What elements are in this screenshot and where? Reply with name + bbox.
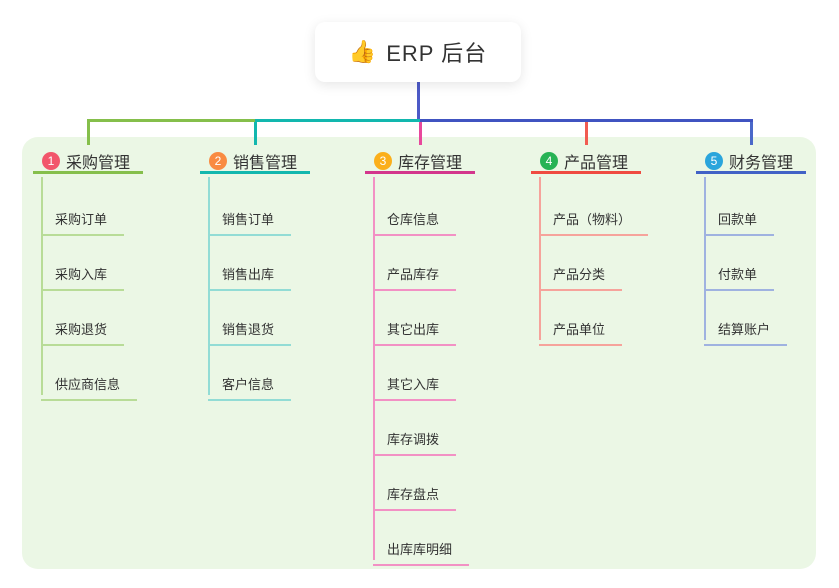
children-connector-line	[539, 177, 541, 340]
branch-number-badge: 4	[540, 152, 558, 170]
branch-topic-label: 销售管理	[233, 155, 298, 172]
branch-topic-4[interactable]: 4 产品管理	[531, 151, 641, 174]
connector-segment-blue	[420, 119, 753, 122]
child-node-label: 出库库明细	[387, 542, 453, 557]
branch-topic-1[interactable]: 1 采购管理	[33, 151, 143, 174]
branch-topic-label: 库存管理	[398, 155, 463, 172]
children-connector-line	[704, 177, 706, 340]
child-node[interactable]: 采购退货	[41, 306, 125, 346]
branch-topic-5[interactable]: 5 财务管理	[696, 151, 806, 174]
child-node-label: 产品单位	[553, 322, 606, 337]
child-node[interactable]: 产品（物料）	[539, 196, 649, 236]
branch-topic-label: 产品管理	[564, 155, 629, 172]
child-node-label: 销售退货	[222, 322, 275, 337]
child-node[interactable]: 结算账户	[704, 306, 788, 346]
child-node[interactable]: 付款单	[704, 251, 775, 291]
child-node-label: 产品（物料）	[553, 212, 632, 227]
root-node-erp[interactable]: 👍 ERP 后台	[315, 22, 521, 82]
thumbs-up-icon: 👍	[348, 39, 377, 64]
child-node[interactable]: 其它出库	[373, 306, 457, 346]
child-node[interactable]: 回款单	[704, 196, 775, 236]
child-node-label: 产品库存	[387, 267, 440, 282]
branch-topic-2[interactable]: 2 销售管理	[200, 151, 310, 174]
child-node-label: 仓库信息	[387, 212, 440, 227]
child-node[interactable]: 产品分类	[539, 251, 623, 291]
branch-topic-label: 采购管理	[66, 155, 131, 172]
branch-number-badge: 1	[42, 152, 60, 170]
branch-drop-line	[86, 122, 90, 145]
child-node-label: 采购退货	[55, 322, 108, 337]
child-node-label: 回款单	[718, 212, 758, 227]
branch-drop-line	[749, 122, 753, 145]
child-node[interactable]: 客户信息	[208, 361, 292, 401]
child-node[interactable]: 采购订单	[41, 196, 125, 236]
child-node-label: 其它出库	[387, 322, 440, 337]
child-node[interactable]: 出库库明细	[373, 526, 470, 566]
child-node-label: 销售订单	[222, 212, 275, 227]
connector-segment-teal	[255, 119, 420, 122]
child-node[interactable]: 仓库信息	[373, 196, 457, 236]
child-node-label: 供应商信息	[55, 377, 121, 392]
root-connector-line	[416, 82, 420, 122]
branch-number-badge: 3	[374, 152, 392, 170]
child-node[interactable]: 其它入库	[373, 361, 457, 401]
child-node[interactable]: 销售订单	[208, 196, 292, 236]
child-node-label: 采购订单	[55, 212, 108, 227]
branch-number-badge: 5	[705, 152, 723, 170]
connector-segment-green	[86, 119, 255, 122]
branch-topic-3[interactable]: 3 库存管理	[365, 151, 475, 174]
child-node[interactable]: 库存调拨	[373, 416, 457, 456]
child-node[interactable]: 库存盘点	[373, 471, 457, 511]
child-node-label: 付款单	[718, 267, 758, 282]
mindmap-background-panel	[22, 137, 816, 569]
child-node-label: 产品分类	[553, 267, 606, 282]
child-node[interactable]: 销售出库	[208, 251, 292, 291]
child-node-label: 结算账户	[718, 322, 771, 337]
child-node-label: 采购入库	[55, 267, 108, 282]
branch-number-badge: 2	[209, 152, 227, 170]
children-connector-line	[41, 177, 43, 395]
child-node[interactable]: 采购入库	[41, 251, 125, 291]
child-node[interactable]: 产品单位	[539, 306, 623, 346]
root-node-label: ERP 后台	[386, 41, 488, 66]
child-node[interactable]: 产品库存	[373, 251, 457, 291]
branch-drop-line	[418, 122, 422, 145]
branch-drop-line	[253, 122, 257, 145]
child-node-label: 销售出库	[222, 267, 275, 282]
child-node[interactable]: 供应商信息	[41, 361, 138, 401]
child-node-label: 库存盘点	[387, 487, 440, 502]
children-connector-line	[208, 177, 210, 395]
child-node-label: 库存调拨	[387, 432, 440, 447]
child-node[interactable]: 销售退货	[208, 306, 292, 346]
branch-drop-line	[584, 122, 588, 145]
child-node-label: 其它入库	[387, 377, 440, 392]
branch-topic-label: 财务管理	[729, 155, 794, 172]
children-connector-line	[373, 177, 375, 560]
child-node-label: 客户信息	[222, 377, 275, 392]
